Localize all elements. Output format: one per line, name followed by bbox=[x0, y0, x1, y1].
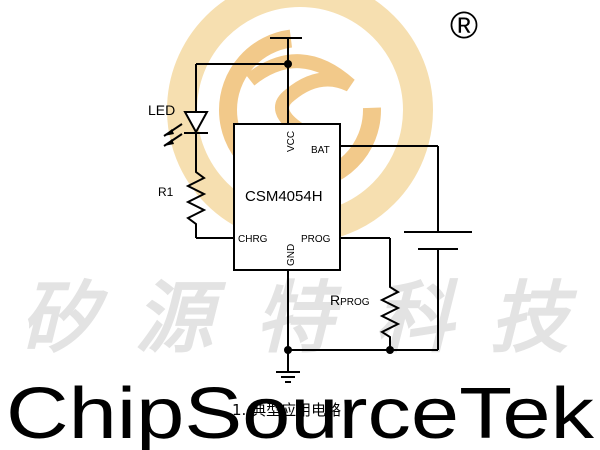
led-ray-arrow bbox=[164, 139, 174, 146]
watermark: ® 矽 源 特 科 技 ChipSourceTek bbox=[6, 0, 595, 450]
registered-mark: ® bbox=[450, 5, 478, 47]
watermark-cn-char: 矽 bbox=[20, 273, 109, 364]
pin-label-prog: PROG bbox=[301, 234, 331, 245]
led-ray-arrow bbox=[164, 129, 174, 136]
gnd-junction bbox=[284, 346, 292, 354]
r1-label: R1 bbox=[158, 185, 174, 199]
rprog-junction bbox=[386, 346, 394, 354]
battery-symbol bbox=[404, 231, 472, 250]
watermark-cn-char: 技 bbox=[490, 273, 578, 364]
rprog-label-sub: PROG bbox=[340, 297, 370, 308]
pin-label-bat: BAT bbox=[311, 145, 330, 156]
ground-symbol bbox=[276, 371, 300, 383]
rprog-label-main: R bbox=[330, 292, 340, 308]
rprog-label: RPROG bbox=[330, 292, 370, 308]
chip-name: CSM4054H bbox=[245, 188, 323, 205]
watermark-cn-char: 特 bbox=[255, 273, 342, 364]
led-label: LED bbox=[148, 102, 175, 118]
chip-body bbox=[233, 123, 341, 271]
watermark-cn-text: 矽 源 特 科 技 bbox=[20, 273, 578, 364]
circuit: LED R1 CSM4054H VCC BAT CHRG PROG GND RP… bbox=[148, 37, 472, 383]
pin-label-gnd: GND bbox=[286, 244, 297, 266]
watermark-en-text: ChipSourceTek bbox=[6, 374, 595, 450]
r1-resistor bbox=[185, 166, 207, 238]
logo-swoosh bbox=[245, 54, 355, 136]
figure-caption: 1. 典型应用电路 bbox=[232, 401, 341, 419]
pin-label-vcc: VCC bbox=[286, 131, 297, 152]
watermark-cn-char: 源 bbox=[135, 273, 227, 364]
led-triangle bbox=[183, 111, 209, 135]
pin-label-chrg: CHRG bbox=[238, 234, 268, 245]
rprog-resistor bbox=[379, 282, 401, 350]
led-symbol bbox=[163, 111, 209, 166]
